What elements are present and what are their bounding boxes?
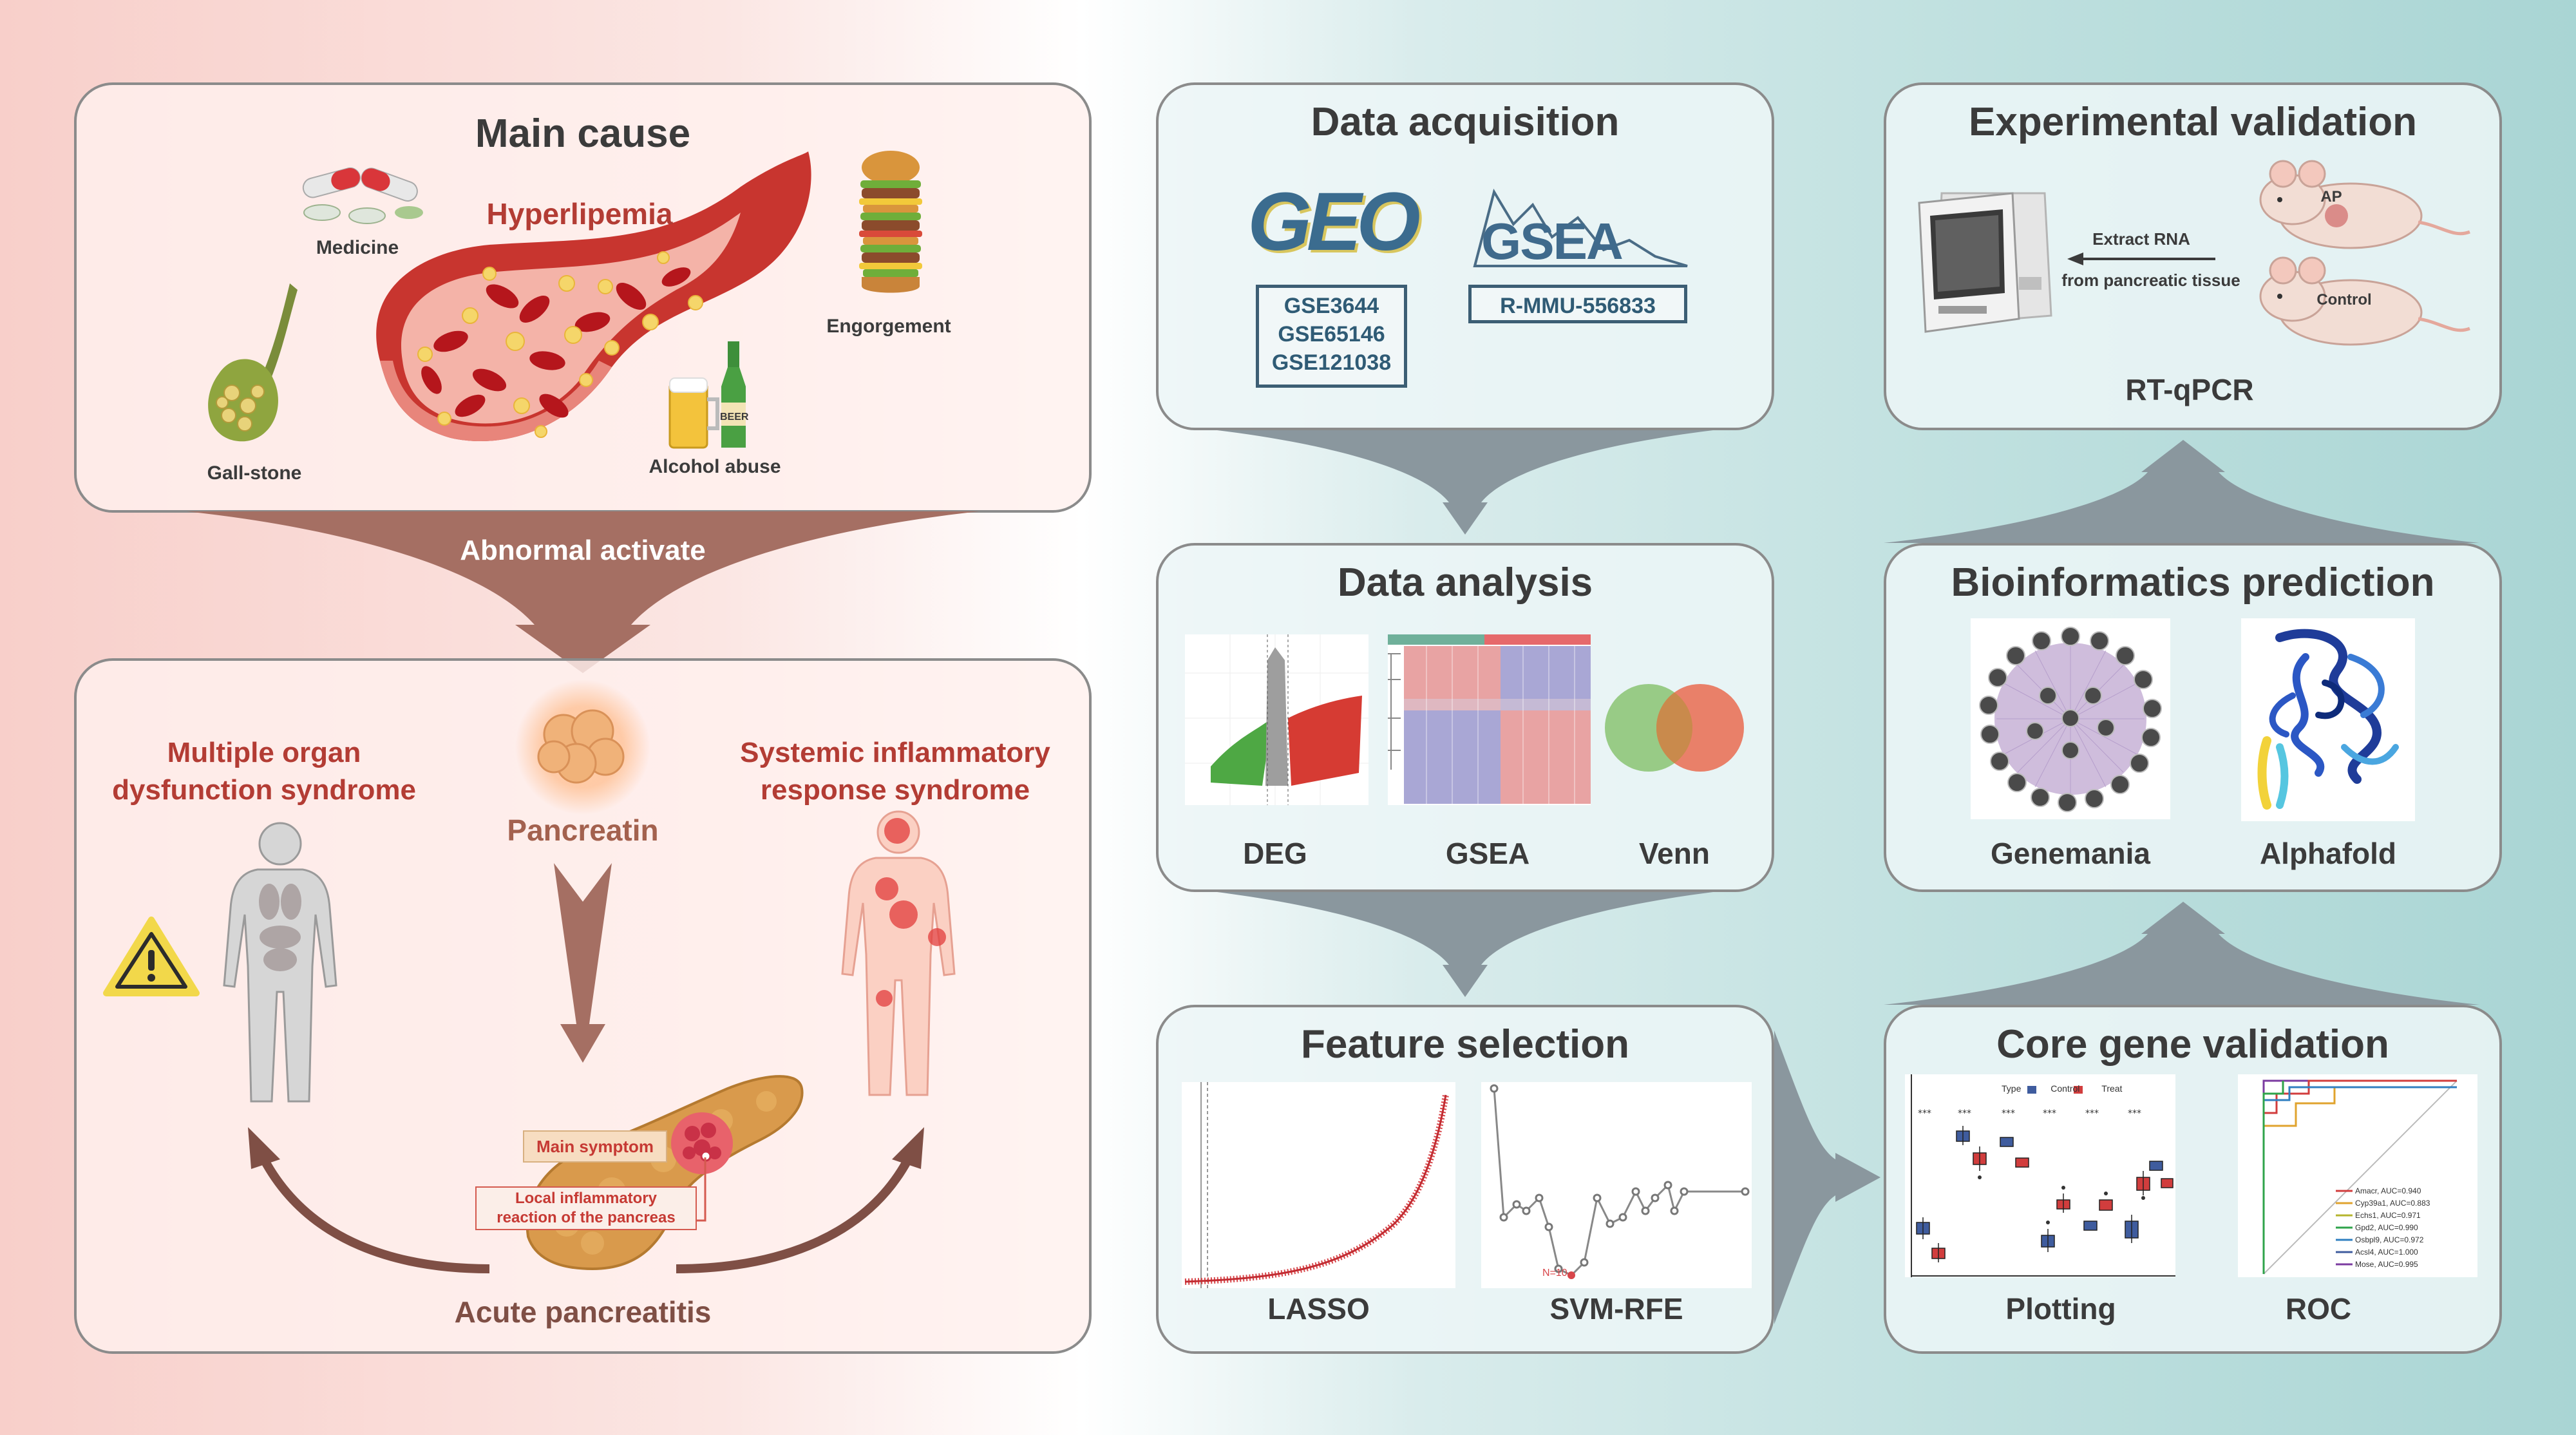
- pills-icon: [302, 167, 423, 224]
- roc-legend-item: Gpd2, AUC=0.990: [2355, 1223, 2418, 1232]
- svm-min-marker: N=10: [1542, 1268, 1567, 1278]
- svg-text:***: ***: [1958, 1108, 1971, 1119]
- gsea-mountain-icon: [1473, 188, 1688, 267]
- main-cause-title: Main cause: [475, 111, 691, 156]
- boxplot-svg: *** *** *** *** *** ***: [1911, 1074, 2175, 1277]
- core-gene-title: Core gene validation: [1996, 1022, 2389, 1067]
- lasso-plot: [1182, 1082, 1455, 1288]
- from-tissue-label: from pancreatic tissue: [2061, 271, 2240, 290]
- feature-selection-panel: Feature selection: [1156, 1005, 1774, 1354]
- alphafold-structure: [2241, 618, 2415, 821]
- beer-label: BEER: [720, 412, 749, 423]
- pancreatin-icon: [515, 679, 650, 815]
- pancreatin-arrow: [554, 863, 612, 1063]
- local-inflammation-box: Local inflammatory reaction of the pancr…: [475, 1186, 697, 1230]
- abnormal-activate-label: Abnormal activate: [460, 535, 706, 566]
- roc-label: ROC: [2285, 1292, 2352, 1326]
- control-mouse-label: Control: [2316, 291, 2372, 309]
- svm-rfe-plot-svg: [1490, 1084, 1750, 1279]
- boxplot-legend-control: Control: [2050, 1083, 2080, 1094]
- main-symptom-box: Main symptom: [523, 1130, 667, 1163]
- venn-diagram: [1605, 684, 1744, 772]
- acute-pancreatitis-label: Acute pancreatitis: [454, 1295, 712, 1329]
- boxplot-legend-treat: Treat: [2101, 1083, 2123, 1094]
- svg-text:***: ***: [1918, 1108, 1931, 1119]
- boxplot-legend-type: Type: [2002, 1083, 2022, 1094]
- experimental-validation-title: Experimental validation: [1969, 100, 2417, 144]
- gallbladder-icon: [208, 283, 298, 442]
- extract-rna-label: Extract RNA: [2092, 229, 2190, 249]
- lasso-plot-svg: [1184, 1082, 1449, 1288]
- hyperlipemia-label: Hyperlipemia: [486, 197, 673, 231]
- lasso-label: LASSO: [1267, 1292, 1370, 1326]
- genemania-network-svg: [1979, 627, 2162, 812]
- svg-text:***: ***: [2128, 1108, 2141, 1119]
- burger-icon: [859, 151, 922, 293]
- svm-rfe-label: SVM-RFE: [1549, 1292, 1683, 1326]
- data-acquisition-title: Data acquisition: [1311, 100, 1620, 144]
- data-analysis-title: Data analysis: [1337, 560, 1593, 605]
- pancreatin-label: Pancreatin: [507, 813, 659, 847]
- symptom-leader-line: [696, 1157, 706, 1222]
- geo-logo: GEO: [1247, 176, 1421, 268]
- feature-selection-title: Feature selection: [1301, 1022, 1629, 1067]
- gallstone-label: Gall-stone: [207, 462, 302, 484]
- venn-label: Venn: [1639, 837, 1710, 870]
- boxplot-legend: Type Control Treat: [2002, 1083, 2122, 1094]
- left-curved-arrow: [248, 1127, 490, 1273]
- rt-qpcr-label: RT-qPCR: [2125, 373, 2254, 406]
- roc-legend-swatches: [2336, 1190, 2353, 1266]
- svg-text:***: ***: [2002, 1108, 2015, 1119]
- roc-legend-item: Cyp39a1, AUC=0.883: [2355, 1199, 2430, 1208]
- inflamed-body-icon: [841, 810, 956, 1096]
- geo-ids-box: GSE3644 GSE65146 GSE121038: [1256, 285, 1407, 388]
- roc-plot-svg: [2262, 1079, 2458, 1275]
- pcr-machine-icon: [1918, 192, 2052, 333]
- beer-icon: [668, 341, 746, 449]
- mods-label: Multiple organ dysfunction syndrome: [112, 737, 416, 806]
- roc-legend-item: Osbpl9, AUC=0.972: [2355, 1235, 2424, 1244]
- alcohol-label: Alcohol abuse: [649, 456, 781, 477]
- roc-legend-item: Echs1, AUC=0.971: [2355, 1211, 2421, 1220]
- geo-id: GSE121038: [1271, 350, 1392, 375]
- svg-text:***: ***: [2085, 1108, 2099, 1119]
- gsea-label: GSEA: [1445, 837, 1530, 870]
- human-body-icon: [223, 822, 337, 1103]
- geo-id: GSE3644: [1283, 294, 1379, 318]
- right-curved-arrow: [676, 1127, 924, 1273]
- ap-label: AP: [2320, 188, 2342, 205]
- heatmap: [1388, 634, 1591, 805]
- medicine-label: Medicine: [316, 237, 399, 258]
- plotting-label: Plotting: [2005, 1292, 2116, 1326]
- boxplot: *** *** *** *** *** *** Type Control Treat: [1905, 1074, 2175, 1277]
- roc-plot: Amacr, AUC=0.940 Cyp39a1, AUC=0.883 Echs…: [2238, 1074, 2477, 1277]
- warning-icon: [103, 917, 200, 996]
- roc-legend-item: Acsl4, AUC=1.000: [2355, 1248, 2418, 1257]
- volcano-plot: [1185, 634, 1368, 805]
- alphafold-label: Alphafold: [2259, 837, 2397, 870]
- heatmap-svg: [1388, 634, 1591, 805]
- geo-id: GSE65146: [1278, 322, 1385, 347]
- svm-rfe-plot: N=10: [1481, 1082, 1752, 1288]
- volcano-plot-svg: [1185, 634, 1368, 805]
- svg-text:***: ***: [2043, 1108, 2056, 1119]
- roc-legend: Amacr, AUC=0.940 Cyp39a1, AUC=0.883 Echs…: [2355, 1185, 2430, 1271]
- bioinformatics-title: Bioinformatics prediction: [1951, 560, 2435, 605]
- deg-label: DEG: [1243, 837, 1307, 870]
- roc-legend-item: Mose, AUC=0.995: [2355, 1260, 2418, 1269]
- gsea-id-box: R-MMU-556833: [1468, 285, 1687, 323]
- sirs-label: Systemic inflammatory response syndrome: [740, 737, 1050, 806]
- mouse-icon: [2259, 160, 2470, 249]
- genemania-network: [1971, 618, 2170, 819]
- engorgement-label: Engorgement: [826, 316, 951, 337]
- mouse-icon: [2259, 256, 2470, 346]
- arrow-left-icon: [2067, 252, 2215, 265]
- blood-vessel-icon: [376, 151, 811, 442]
- roc-legend-item: Amacr, AUC=0.940: [2355, 1186, 2421, 1195]
- genemania-label: Genemania: [1991, 837, 2150, 870]
